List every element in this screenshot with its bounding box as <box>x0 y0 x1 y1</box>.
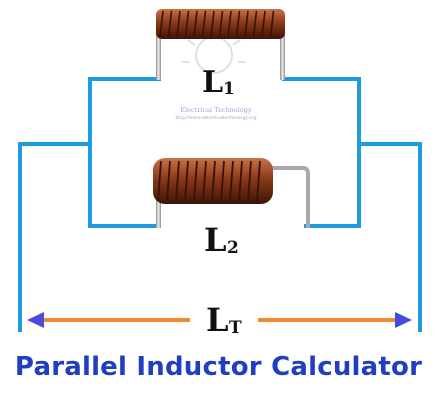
inductor-l1-turn <box>201 10 207 38</box>
diagram-caption: Parallel Inductor Calculator <box>14 352 423 382</box>
circuit-wires <box>18 77 422 332</box>
inductor-l1-turn <box>176 10 181 38</box>
wire-left-loop <box>88 77 161 228</box>
wire-right-terminal <box>357 142 422 332</box>
label-l2: L 2 <box>204 221 239 259</box>
inductor-l1-lead-right <box>280 34 285 80</box>
inductor-l1-turn <box>218 10 224 38</box>
inductor-l2 <box>153 158 310 228</box>
inductor-l1 <box>156 9 285 80</box>
inductor-l2-turn <box>157 160 162 202</box>
inductor-l1-lead-left <box>156 34 161 80</box>
inductor-l2-turn <box>247 160 252 202</box>
inductor-l2-lead-left <box>156 196 161 228</box>
wire-left-terminal <box>18 142 92 332</box>
inductor-l2-turn <box>256 160 261 202</box>
label-lt-sub: T <box>229 318 242 338</box>
label-l1: L 1 <box>202 65 235 100</box>
wire-right-loop <box>282 77 361 228</box>
inductor-l1-turn <box>159 10 164 38</box>
watermark-line1: Electrical Technology <box>180 106 252 114</box>
inductor-l2-turn <box>229 160 234 202</box>
total-dimension: L T <box>27 301 412 339</box>
inductor-l2-lead-right <box>270 166 310 228</box>
inductor-l2-turn <box>202 160 207 202</box>
inductor-l2-turn <box>184 160 189 202</box>
label-l2-main: L <box>204 221 227 259</box>
inductor-l1-turn <box>227 10 232 38</box>
inductor-l1-turn <box>244 10 249 38</box>
inductor-l2-turn <box>166 160 171 202</box>
watermark-line2: http://www.electricaltechnology.org <box>175 115 256 121</box>
label-l1-sub: 1 <box>223 79 235 99</box>
inductor-l1-turn <box>235 10 241 38</box>
inductor-l1-turn <box>261 10 266 38</box>
inductor-l1-turn <box>184 10 190 38</box>
inductor-l1-turn <box>167 10 173 38</box>
inductor-l1-turn <box>193 10 198 38</box>
inductor-l2-turn <box>175 160 180 202</box>
dimension-arrow-right <box>395 312 412 328</box>
inductor-l1-turn <box>210 10 215 38</box>
inductor-l1-turn <box>252 10 258 38</box>
inductor-l2-turn <box>193 160 198 202</box>
inductor-l2-turn <box>211 160 216 202</box>
inductor-l1-turn <box>269 10 275 38</box>
inductor-l2-turn <box>220 160 225 202</box>
label-lt-main: L <box>206 301 229 339</box>
inductor-l2-turn <box>238 160 243 202</box>
label-l2-sub: 2 <box>227 238 239 258</box>
dimension-arrow-left <box>27 312 44 328</box>
label-l1-main: L <box>202 65 223 100</box>
